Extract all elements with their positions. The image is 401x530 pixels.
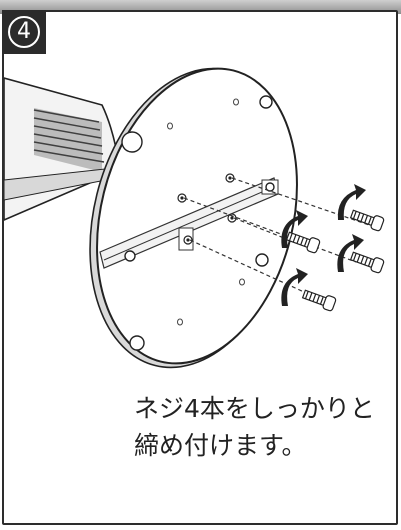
step-badge: 4: [2, 10, 46, 54]
pole-icon: [4, 77, 121, 221]
step-number-icon: 4: [8, 16, 40, 48]
screw-icon: [285, 209, 385, 312]
step-number: 4: [17, 19, 31, 44]
instruction-text: ネジ4本をしっかりと 締め付けます。: [134, 390, 384, 464]
guide-lines: [183, 177, 373, 293]
instruction-line-2: 締め付けます。: [134, 431, 307, 460]
instruction-line-1: ネジ4本をしっかりと: [134, 394, 375, 423]
assembly-illustration: [4, 67, 385, 369]
rotation-arrow-icon: [281, 184, 366, 306]
